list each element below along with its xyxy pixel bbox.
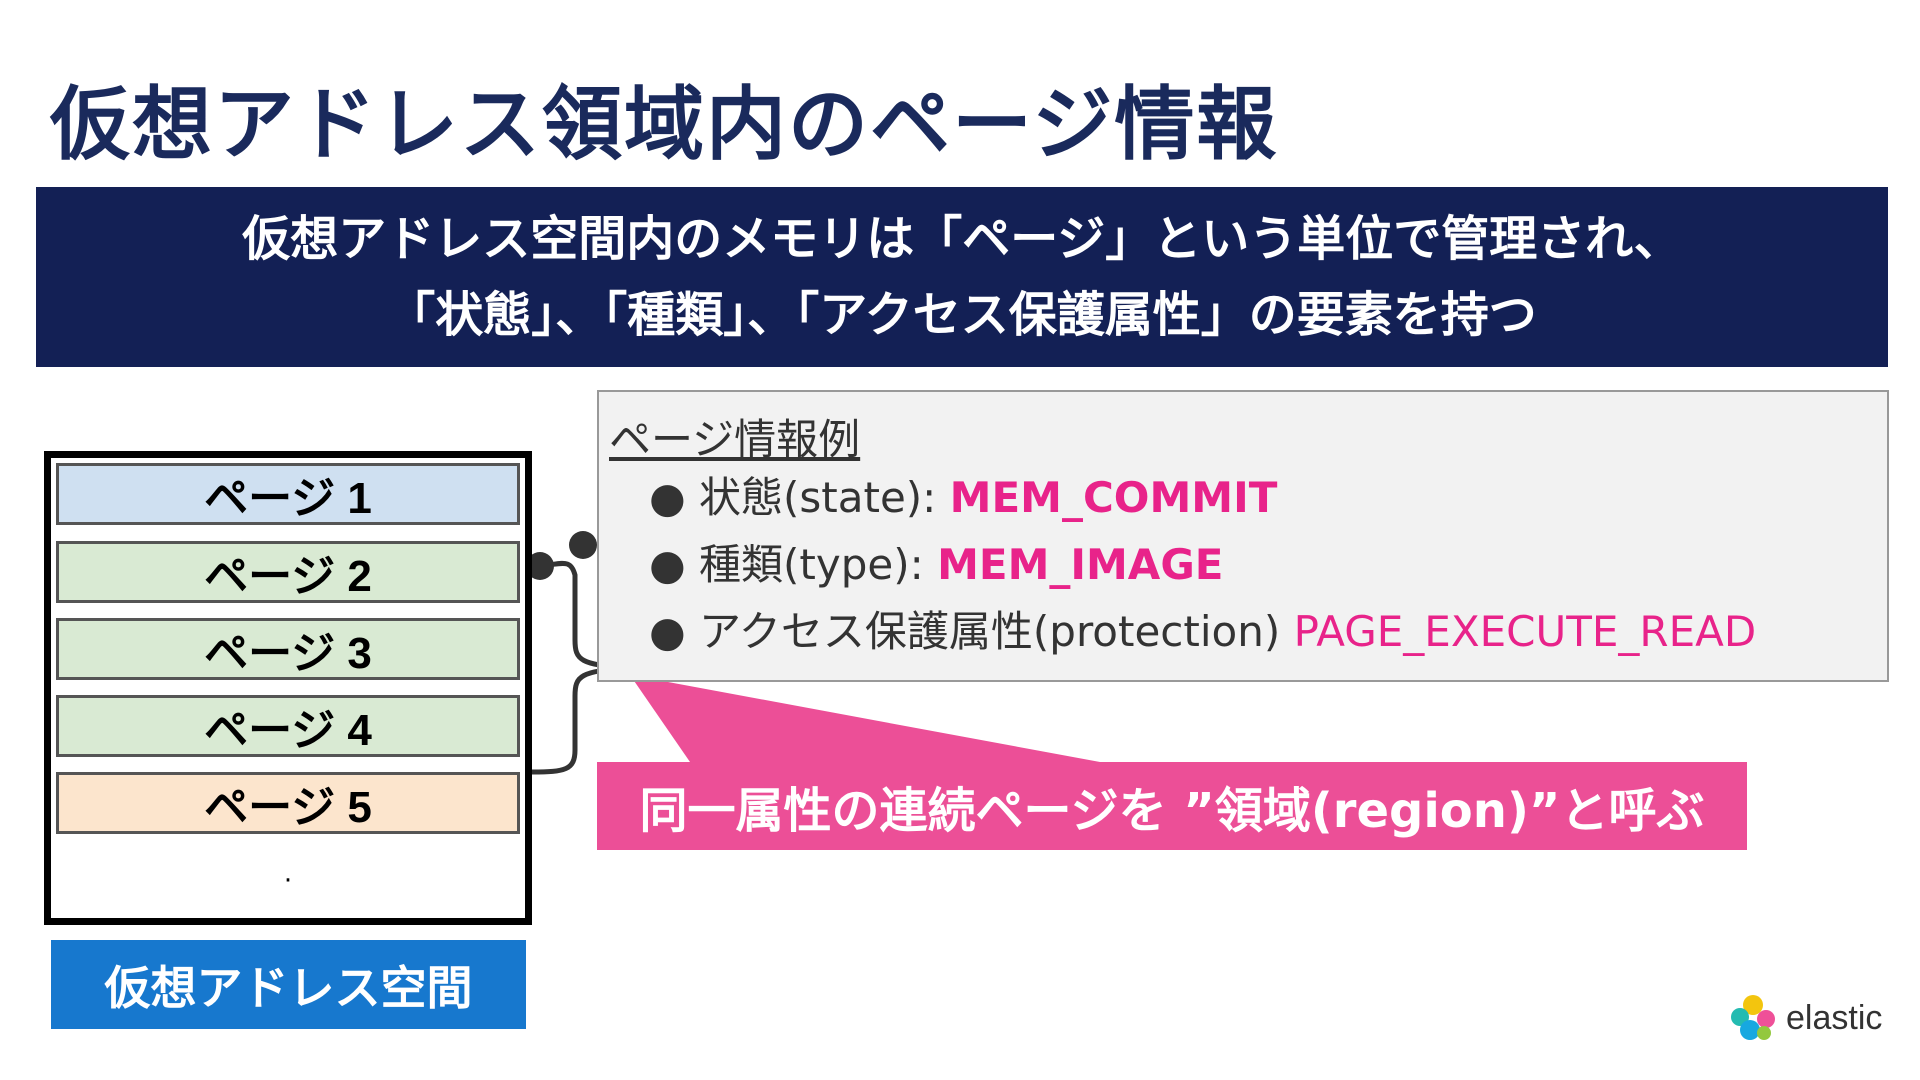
bullet-icon: ●	[649, 473, 686, 522]
page-label: ページ 4	[204, 706, 372, 755]
elastic-logo-icon	[1731, 995, 1775, 1040]
page-info-box: ページ情報例 ● 状態(state): MEM_COMMIT ● 種類(type):…	[597, 390, 1889, 682]
bullet-icon: ●	[649, 607, 686, 656]
virtual-address-space-diagram: ページ 1 ページ 2 ページ 3 ページ 4 ページ 5 ·	[44, 451, 532, 925]
info-heading: ページ情報例	[609, 415, 861, 464]
banner-line-1: 仮想アドレス空間内のメモリは「ページ」という単位で管理され、	[242, 211, 1682, 267]
info-item-value: MEM_IMAGE	[937, 540, 1224, 589]
page-label: ページ 1	[204, 474, 372, 523]
callout-pointer	[630, 675, 1100, 762]
address-space-label: 仮想アドレス空間	[51, 940, 526, 1029]
page-label: ページ 3	[204, 629, 372, 678]
page-row-4: ページ 4	[56, 695, 520, 757]
banner-line-2: 「状態」、「種類」、「アクセス保護属性」の要素を持つ	[387, 287, 1537, 343]
page-title: 仮想アドレス領域内のページ情報	[50, 78, 1279, 171]
info-item-label: 種類(type):	[699, 540, 938, 589]
info-list: ● 状態(state): MEM_COMMIT ● 種類(type): MEM_IM…	[649, 464, 1756, 665]
info-item-type: ● 種類(type): MEM_IMAGE	[649, 531, 1756, 598]
page-label: ページ 2	[204, 552, 372, 601]
page-label: ページ 5	[204, 783, 372, 832]
page-row-3: ページ 3	[56, 618, 520, 680]
info-item-value: PAGE_EXECUTE_READ	[1293, 607, 1757, 656]
region-callout: 同一属性の連続ページを ”領域(region)”と呼ぶ	[597, 762, 1747, 850]
summary-banner: 仮想アドレス空間内のメモリは「ページ」という単位で管理され、 「状態」、「種類」…	[36, 187, 1888, 367]
info-item-state: ● 状態(state): MEM_COMMIT	[649, 464, 1756, 531]
brace-dot-right	[569, 531, 597, 559]
info-item-label: アクセス保護属性(protection)	[699, 607, 1294, 656]
info-item-value: MEM_COMMIT	[949, 473, 1278, 522]
info-item-protection: ● アクセス保護属性(protection) PAGE_EXECUTE_READ	[649, 598, 1756, 665]
brace-dot-left	[526, 552, 554, 580]
info-item-label: 状態(state):	[699, 473, 950, 522]
page-row-2: ページ 2	[56, 541, 520, 603]
page-row-5: ページ 5	[56, 772, 520, 834]
page-row-1: ページ 1	[56, 463, 520, 525]
bullet-icon: ●	[649, 540, 686, 589]
logo-text: elastic	[1786, 998, 1883, 1037]
elastic-logo: elastic	[1728, 990, 1882, 1046]
continuation-mark: ·	[283, 866, 293, 896]
